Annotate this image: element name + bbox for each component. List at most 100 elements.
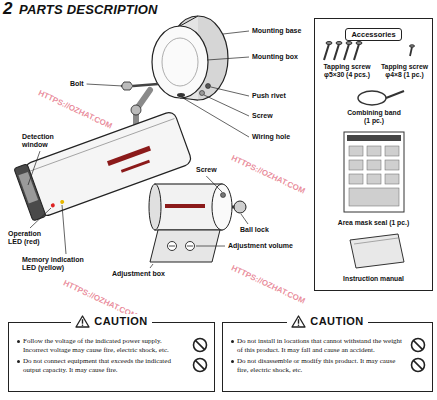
bullet-dot bbox=[231, 340, 234, 343]
exclamation-bar bbox=[82, 319, 83, 324]
caution-title: CAUTION bbox=[94, 314, 148, 329]
area-mask-seal-picture bbox=[344, 132, 404, 212]
operation-led bbox=[50, 203, 55, 208]
caution-item: Do not install in locations that cannot … bbox=[231, 337, 426, 354]
prohibition-ring bbox=[194, 359, 207, 372]
part-label: Push rivet bbox=[252, 92, 286, 100]
combining-band-tail bbox=[386, 91, 404, 98]
prohibition-slash bbox=[195, 360, 204, 369]
bullet-dot bbox=[17, 340, 20, 343]
part-label: Ball lock bbox=[240, 226, 269, 234]
watermark: HTTPS://OZHAT.COM bbox=[230, 154, 306, 195]
adjustment-closeup bbox=[149, 184, 246, 262]
leader-line bbox=[211, 87, 249, 96]
part-label: Bolt bbox=[70, 80, 84, 88]
bullet-dot bbox=[17, 360, 20, 363]
accessory-label: Instruction manual bbox=[315, 275, 432, 283]
watermark: HTTPS://OZHAT.COM bbox=[230, 264, 306, 305]
bolt-shaft bbox=[133, 84, 158, 86]
leader-line bbox=[183, 98, 249, 137]
volume-knob bbox=[186, 242, 195, 251]
combining-band-picture bbox=[358, 91, 386, 105]
prohibition-symbol bbox=[410, 357, 426, 373]
screw-symbol bbox=[200, 91, 205, 96]
caution-item: Do not connect equipment that exceeds th… bbox=[17, 357, 208, 374]
leader-line bbox=[150, 264, 153, 268]
caution-box: CAUTIONFollow the voltage of the indicat… bbox=[8, 322, 215, 392]
part-label: Memory indication LED (yellow) bbox=[22, 256, 94, 272]
mount-illustration bbox=[121, 16, 228, 126]
section-number: 2 bbox=[3, 0, 12, 17]
caution-text: Do not disassemble or modify this produc… bbox=[237, 357, 404, 374]
caution-header: CAUTION bbox=[223, 314, 432, 332]
exclamation-dot bbox=[82, 325, 84, 327]
end-cap bbox=[212, 184, 232, 230]
exclamation-bar bbox=[298, 319, 299, 324]
caution-item: Do not disassemble or modify this produc… bbox=[231, 357, 426, 374]
box-heading: Accessories bbox=[345, 28, 401, 41]
leader-line bbox=[30, 208, 51, 228]
seal-header bbox=[347, 135, 401, 141]
part-label: Screw bbox=[196, 166, 217, 174]
red-stripe bbox=[165, 204, 205, 208]
accessory-label: Tapping screw φ5×30 (4 pcs.) bbox=[318, 63, 376, 79]
front-face bbox=[14, 164, 46, 221]
mounting-box-ring bbox=[162, 38, 198, 86]
memory-led bbox=[60, 199, 65, 204]
manual-line bbox=[354, 238, 398, 244]
accessories-box: AccessoriesTapping screw φ5×30 (4 pcs.)T… bbox=[314, 18, 433, 291]
leader-line bbox=[204, 95, 249, 116]
leader-line bbox=[207, 57, 249, 60]
volume-slot bbox=[169, 246, 175, 247]
accessory-label: Tapping screw φ4×8 (1 pc.) bbox=[377, 63, 432, 79]
mounting-box-shape bbox=[152, 26, 208, 98]
caution-item: Follow the voltage of the indicated powe… bbox=[17, 337, 208, 354]
red-stripe bbox=[121, 160, 150, 173]
leader-line bbox=[196, 246, 225, 247]
caution-text: Do not install in locations that cannot … bbox=[237, 337, 404, 354]
push-rivet-symbol bbox=[206, 84, 211, 89]
part-label: Operation LED (red) bbox=[8, 230, 52, 246]
part-label: Adjustment volume bbox=[228, 242, 293, 250]
prohibition-slash bbox=[413, 340, 422, 349]
ball-lock-symbol bbox=[234, 201, 246, 213]
leader-line bbox=[206, 176, 222, 192]
volume-knob bbox=[168, 242, 177, 251]
prohibition-ring bbox=[412, 339, 425, 352]
triangle-outline bbox=[292, 316, 305, 327]
caution-heading-group: CAUTION bbox=[71, 314, 152, 329]
bullet-dot bbox=[231, 360, 234, 363]
wiring-hole-symbol bbox=[177, 93, 185, 97]
prohibition-symbol bbox=[410, 337, 426, 353]
leader-line bbox=[28, 151, 40, 185]
caution-text: Do not connect equipment that exceeds th… bbox=[23, 357, 186, 374]
volume-slot bbox=[187, 246, 193, 247]
prohibition-ring bbox=[194, 339, 207, 352]
caution-header: CAUTION bbox=[9, 314, 214, 332]
part-label: Mounting box bbox=[252, 53, 298, 61]
part-label: Mounting base bbox=[252, 27, 301, 35]
leader-line bbox=[62, 205, 66, 254]
prohibition-slash bbox=[195, 340, 204, 349]
accessory-label: Combining band (1 pc.) bbox=[345, 109, 403, 125]
exclamation-dot bbox=[298, 325, 300, 327]
part-label: Wiring hole bbox=[252, 133, 290, 141]
prohibition-symbol bbox=[192, 337, 208, 353]
prohibition-symbol bbox=[192, 357, 208, 373]
warning-triangle bbox=[75, 315, 90, 328]
mounting-box-edge bbox=[180, 16, 198, 26]
warning-triangle bbox=[291, 315, 306, 328]
accessory-label: Area mask seal (1 pc.) bbox=[315, 219, 432, 227]
ball-joint bbox=[131, 105, 141, 115]
screw-symbol bbox=[221, 193, 226, 198]
watermark: HTTPS://OZHAT.COM bbox=[37, 89, 113, 130]
prohibition-ring bbox=[412, 359, 425, 372]
prohibition-slash bbox=[413, 360, 422, 369]
leader-line bbox=[87, 84, 123, 86]
tab-holder: Accessories bbox=[315, 23, 432, 41]
part-label: Adjustment box bbox=[112, 270, 165, 278]
rear-cap bbox=[149, 184, 161, 230]
instruction-manual-picture bbox=[350, 234, 404, 268]
caution-title: CAUTION bbox=[310, 314, 364, 329]
page-title: PARTS DESCRIPTION bbox=[19, 2, 158, 18]
